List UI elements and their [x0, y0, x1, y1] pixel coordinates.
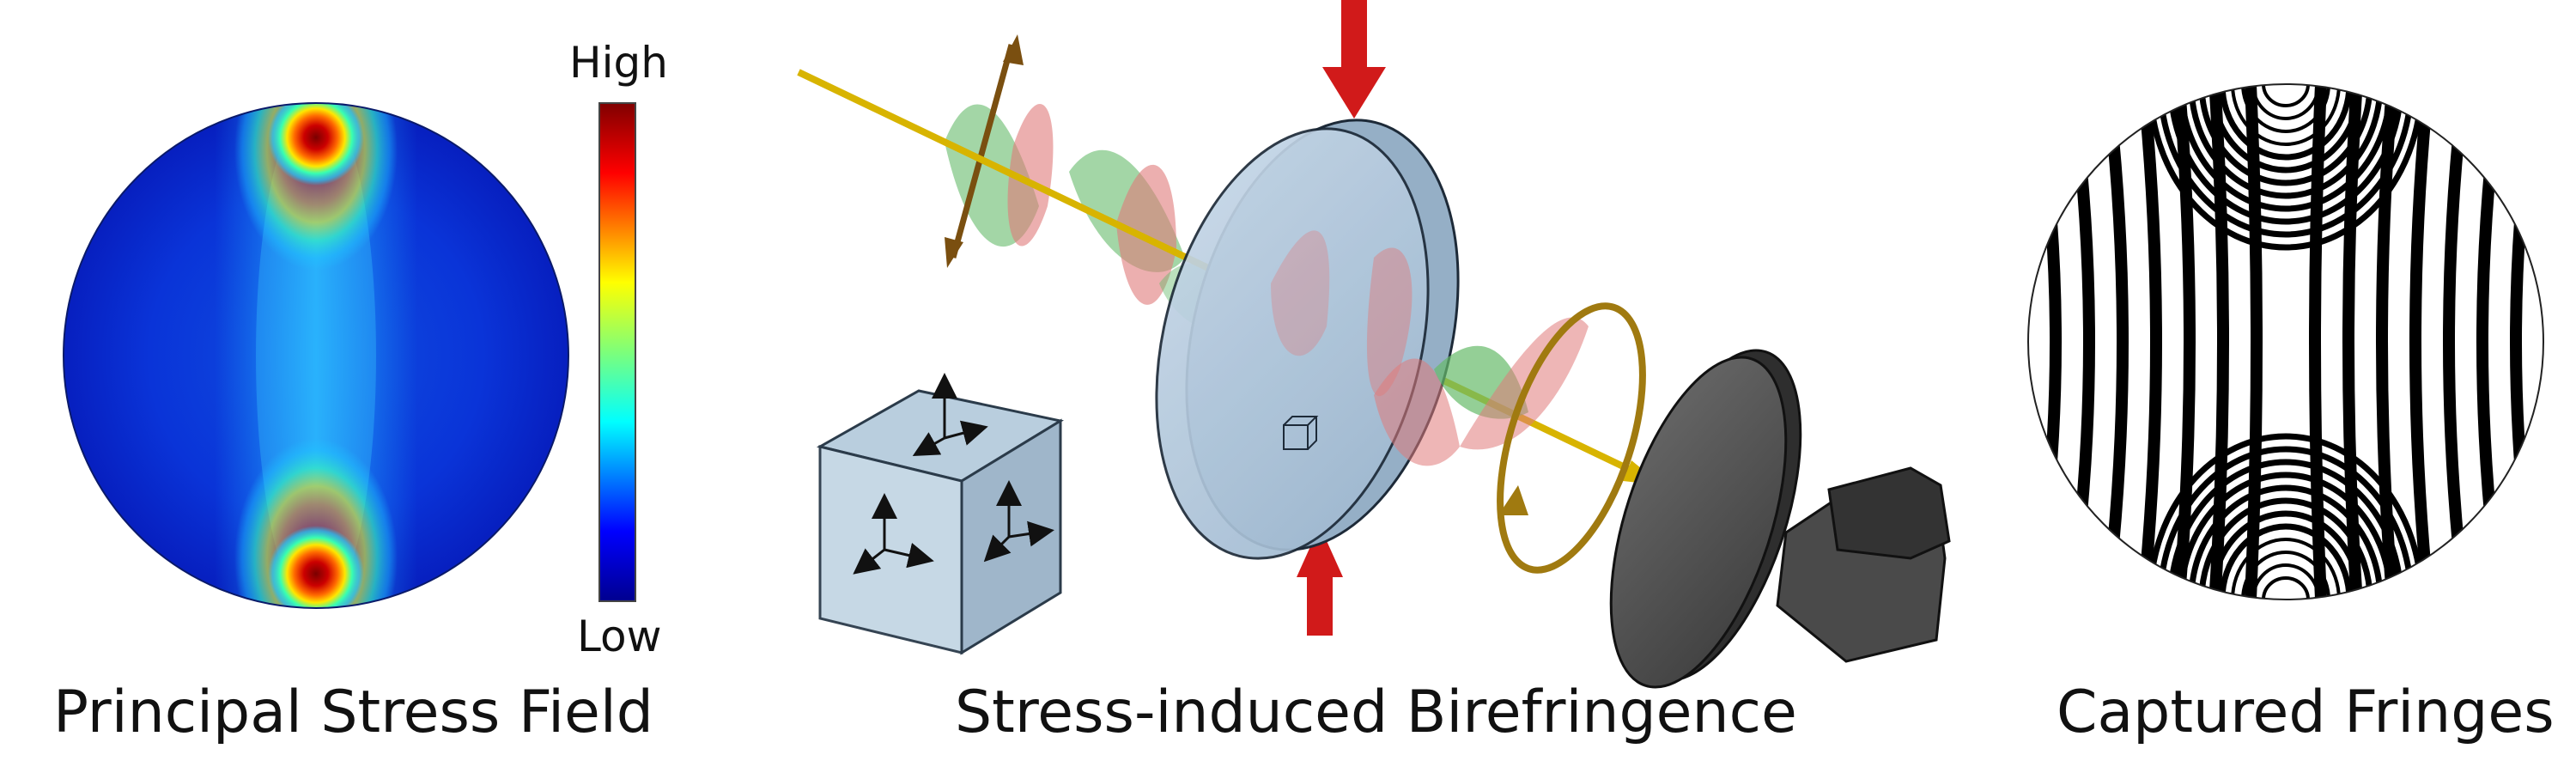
- fringe-lobe-top: [2147, 84, 2425, 251]
- fringe-lobe-top: [2188, 84, 2384, 199]
- caption-stress-birefringence: Stress-induced Birefringence: [955, 679, 1797, 746]
- camera-icon: [1609, 349, 1951, 689]
- stressed-disk: [1155, 119, 1460, 560]
- colorbar-high-label: High: [569, 38, 668, 88]
- caption-captured-fringes: Captured Fringes: [2057, 679, 2555, 746]
- fringe-lobe-bottom: [2231, 538, 2341, 600]
- fringe-lobe-top: [2262, 84, 2310, 107]
- fringe-lobe-top: [2167, 84, 2404, 225]
- axes-icon: [853, 493, 934, 575]
- colorbar: [598, 102, 636, 602]
- fringe-lobe-bottom: [2157, 446, 2415, 600]
- fringe-panel: [2027, 83, 2544, 600]
- fringe-line: [2136, 84, 2162, 600]
- stress-field-disk: [64, 103, 568, 608]
- stress-field-panel: [63, 102, 636, 609]
- fringe-lobe-bottom: [2208, 510, 2363, 600]
- stress-element-cube: [816, 373, 1065, 655]
- stress-cube-icon: [1283, 416, 1319, 450]
- fringe-lobe-top: [2157, 84, 2415, 238]
- circular-polarization-icon: [1497, 302, 1646, 574]
- fringe-lobe-top: [2241, 84, 2330, 133]
- fringe-pattern: [2028, 84, 2543, 600]
- caption-principal-stress-field: Principal Stress Field: [53, 679, 653, 746]
- colorbar-low-label: Low: [577, 612, 662, 661]
- fringe-lobe-bottom: [2219, 523, 2353, 600]
- fringe-lobe-bottom: [2147, 433, 2425, 600]
- outgoing-waves: [1374, 317, 1589, 466]
- fringe-lobe-top: [2251, 84, 2320, 120]
- fringe-lobe-bottom: [2178, 472, 2394, 600]
- fringe-lobe-bottom: [2251, 563, 2320, 600]
- fringe-lobe-bottom: [2241, 551, 2330, 600]
- fringe-lobe-bottom: [2167, 459, 2404, 600]
- fringe-lobe-top: [2231, 84, 2341, 146]
- fringe-lobe-top: [2178, 84, 2394, 212]
- force-arrow-icon: [1297, 526, 1343, 636]
- fringe-lobe-top: [2198, 84, 2373, 186]
- polarization-arrow-icon: [945, 34, 1024, 268]
- fringe-lobe-bottom: [2188, 484, 2384, 600]
- fringe-lobe-top: [2219, 84, 2353, 161]
- axes-icon: [983, 480, 1054, 563]
- optics-panel: [797, 0, 1951, 689]
- axes-icon: [912, 373, 988, 456]
- fringe-lobe-bottom: [2198, 497, 2373, 600]
- fringe-line: [2409, 84, 2436, 600]
- fringe-lobe-bottom: [2262, 576, 2310, 600]
- fringe-lobe-top: [2208, 84, 2363, 173]
- force-arrow-icon: [1322, 0, 1386, 119]
